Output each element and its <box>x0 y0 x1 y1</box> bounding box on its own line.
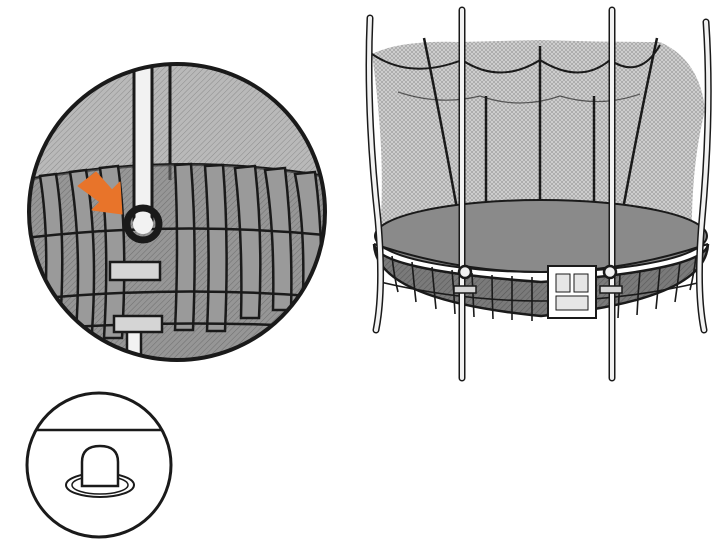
jumping-mat <box>375 200 707 272</box>
cap-detail-view <box>20 393 180 537</box>
pole-cap-icon <box>82 446 118 486</box>
bracket-upper <box>110 262 160 280</box>
enclosure-pole <box>134 60 152 220</box>
bracket-lower <box>114 316 162 332</box>
trampoline-with-enclosure-icon <box>369 10 708 378</box>
detail-view <box>25 60 335 390</box>
lower-pole <box>127 330 141 390</box>
